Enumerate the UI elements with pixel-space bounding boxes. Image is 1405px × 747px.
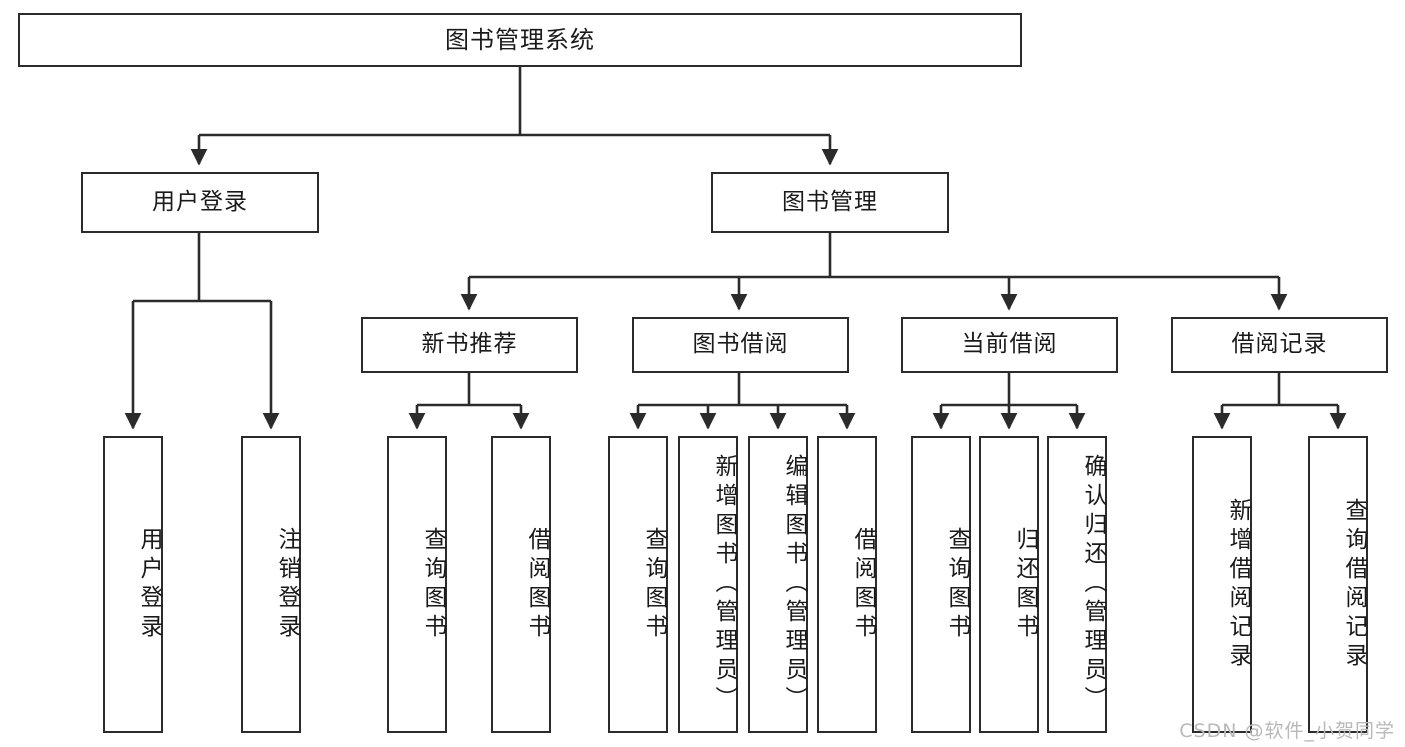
node-book-borrow[interactable]: 图书借阅 xyxy=(632,317,849,373)
node-user-login[interactable]: 用户登录 xyxy=(81,172,319,233)
node-leaf-user-login[interactable]: 用户登录 xyxy=(103,436,163,733)
node-leaf-query-borrow-record-label: 查询借阅记录 xyxy=(1341,497,1367,672)
node-leaf-borrow-book-borrow-label: 借阅图书 xyxy=(850,526,876,643)
node-leaf-query-borrow-record[interactable]: 查询借阅记录 xyxy=(1308,436,1368,733)
node-book-manage[interactable]: 图书管理 xyxy=(711,172,949,233)
node-borrow-record-label: 借阅记录 xyxy=(1231,331,1328,358)
node-leaf-logout-login[interactable]: 注销登录 xyxy=(241,436,301,733)
node-book-manage-label: 图书管理 xyxy=(782,188,878,215)
node-new-book-recommend[interactable]: 新书推荐 xyxy=(361,317,578,373)
node-leaf-query-book-borrow-label: 查询图书 xyxy=(641,526,667,643)
node-borrow-record[interactable]: 借阅记录 xyxy=(1171,317,1388,373)
node-leaf-user-login-label: 用户登录 xyxy=(136,526,162,643)
node-leaf-query-book-current[interactable]: 查询图书 xyxy=(911,436,971,733)
node-leaf-query-book-recommend-label: 查询图书 xyxy=(420,526,446,643)
node-leaf-edit-book[interactable]: 编辑图书（管理员） xyxy=(748,436,808,733)
node-leaf-add-borrow-record[interactable]: 新增借阅记录 xyxy=(1192,436,1252,733)
node-leaf-query-book-recommend[interactable]: 查询图书 xyxy=(387,436,447,733)
node-leaf-add-book-label: 新增图书（管理员） xyxy=(711,454,737,715)
node-leaf-confirm-return-label: 确认归还（管理员） xyxy=(1080,454,1106,715)
node-current-borrow[interactable]: 当前借阅 xyxy=(901,317,1118,373)
node-leaf-confirm-return[interactable]: 确认归还（管理员） xyxy=(1047,436,1107,733)
node-leaf-add-borrow-record-label: 新增借阅记录 xyxy=(1225,497,1251,672)
node-book-borrow-label: 图书借阅 xyxy=(692,331,789,358)
node-leaf-edit-book-label: 编辑图书（管理员） xyxy=(781,454,807,715)
node-leaf-borrow-book-borrow[interactable]: 借阅图书 xyxy=(817,436,877,733)
node-leaf-borrow-book-recommend[interactable]: 借阅图书 xyxy=(491,436,551,733)
node-leaf-borrow-book-recommend-label: 借阅图书 xyxy=(524,526,550,643)
node-leaf-return-book-label: 归还图书 xyxy=(1012,526,1038,643)
node-leaf-query-book-current-label: 查询图书 xyxy=(944,526,970,643)
node-root-label: 图书管理系统 xyxy=(445,25,595,54)
node-leaf-query-book-borrow[interactable]: 查询图书 xyxy=(608,436,668,733)
node-leaf-add-book[interactable]: 新增图书（管理员） xyxy=(678,436,738,733)
node-user-login-label: 用户登录 xyxy=(152,188,248,215)
node-root-library-system[interactable]: 图书管理系统 xyxy=(18,13,1022,67)
node-new-book-recommend-label: 新书推荐 xyxy=(421,331,518,358)
node-current-borrow-label: 当前借阅 xyxy=(961,331,1058,358)
node-leaf-logout-login-label: 注销登录 xyxy=(274,526,300,643)
watermark: CSDN @软件_小贺同学 xyxy=(1179,720,1395,742)
node-leaf-return-book[interactable]: 归还图书 xyxy=(979,436,1039,733)
